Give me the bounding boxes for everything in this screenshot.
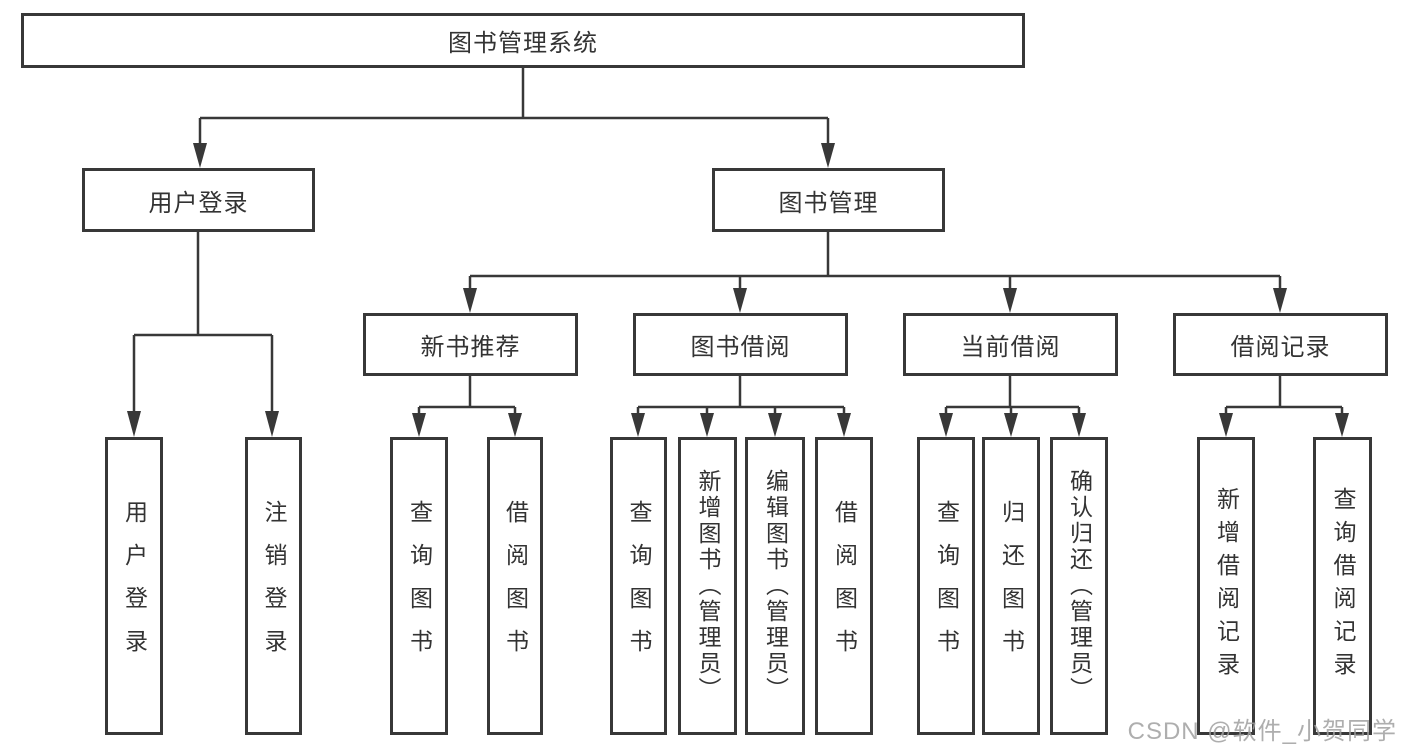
leaf-query-books-2: 查询图书 xyxy=(610,437,667,735)
node-user-login-module: 用户登录 xyxy=(82,168,315,232)
leaf-borrow-books-2: 借阅图书 xyxy=(815,437,873,735)
node-root-system: 图书管理系统 xyxy=(21,13,1025,68)
leaf-add-books-admin: 新增图书（管理员） xyxy=(678,437,737,735)
leaf-query-books-3: 查询图书 xyxy=(917,437,975,735)
node-new-book-recommend: 新书推荐 xyxy=(363,313,578,376)
node-current-borrow: 当前借阅 xyxy=(903,313,1118,376)
csdn-watermark: CSDN @软件_小贺同学 xyxy=(1127,718,1397,745)
leaf-query-borrow-record: 查询借阅记录 xyxy=(1313,437,1372,735)
leaf-return-books: 归还图书 xyxy=(982,437,1040,735)
node-borrow-records: 借阅记录 xyxy=(1173,313,1388,376)
node-book-borrow: 图书借阅 xyxy=(633,313,848,376)
leaf-borrow-books-1: 借阅图书 xyxy=(487,437,543,735)
leaf-query-books-1: 查询图书 xyxy=(390,437,448,735)
leaf-logout: 注销登录 xyxy=(245,437,302,735)
leaf-user-login: 用户登录 xyxy=(105,437,163,735)
leaf-confirm-return-admin: 确认归还（管理员） xyxy=(1050,437,1108,735)
node-book-management-module: 图书管理 xyxy=(712,168,945,232)
leaf-edit-books-admin: 编辑图书（管理员） xyxy=(745,437,805,735)
leaf-add-borrow-record: 新增借阅记录 xyxy=(1197,437,1255,735)
